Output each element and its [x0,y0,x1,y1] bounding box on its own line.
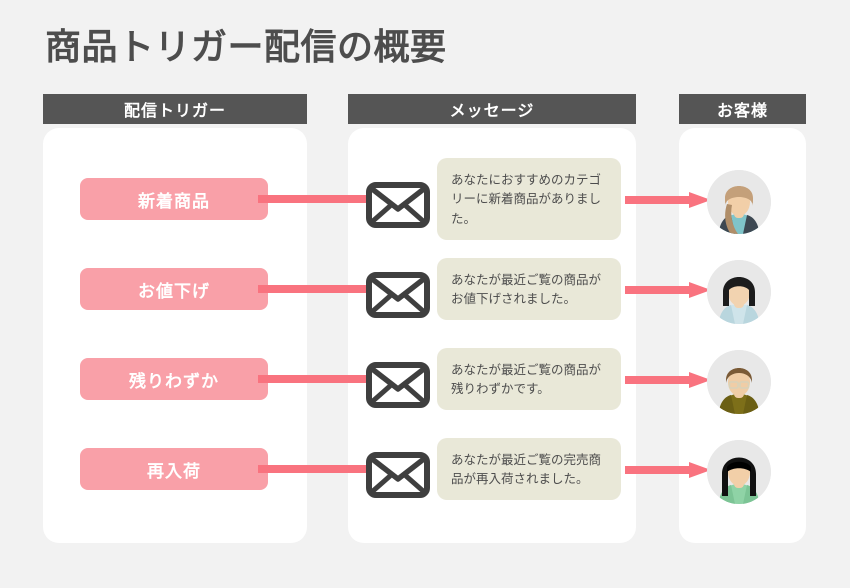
message-text: あなたにおすすめのカテゴリーに新着商品がありました。 [451,171,602,226]
connector-bar [258,465,370,473]
flow-row: 新着商品 あなたにおすすめのカテゴリーに新着商品がありました。 [0,158,850,242]
arrow-right-icon [625,190,713,210]
flow-row: お値下げ あなたが最近ご覧の商品がお値下げされました。 [0,258,850,332]
trigger-pill[interactable]: お値下げ [80,268,268,310]
trigger-pill[interactable]: 残りわずか [80,358,268,400]
envelope-icon [365,181,431,229]
avatar-long-black-hair [707,440,771,504]
avatar-blonde-braid [707,170,771,234]
message-text: あなたが最近ご覧の商品がお値下げされました。 [451,271,602,306]
page-title: 商品トリガー配信の概要 [45,27,447,68]
message-text: あなたが最近ご覧の完売商品が再入荷されました。 [451,451,602,486]
column-header-message: メッセージ [348,94,636,124]
column-header-customer: お客様 [679,94,806,124]
avatar-glasses-man [707,350,771,414]
envelope-icon [365,361,431,409]
connector-bar [258,195,370,203]
trigger-pill[interactable]: 再入荷 [80,448,268,490]
avatar-dark-bob [707,260,771,324]
envelope-icon [365,451,431,499]
flow-row: 残りわずか あなたが最近ご覧の商品が残りわずかです。 [0,348,850,422]
message-text: あなたが最近ご覧の商品が残りわずかです。 [451,361,602,396]
message-bubble: あなたにおすすめのカテゴリーに新着商品がありました。 [437,158,621,240]
flow-row: 再入荷 あなたが最近ご覧の完売商品が再入荷されました。 [0,438,850,512]
message-bubble: あなたが最近ご覧の商品がお値下げされました。 [437,258,621,320]
connector-bar [258,285,370,293]
envelope-icon [365,271,431,319]
arrow-right-icon [625,280,713,300]
message-bubble: あなたが最近ご覧の商品が残りわずかです。 [437,348,621,410]
arrow-right-icon [625,370,713,390]
trigger-pill[interactable]: 新着商品 [80,178,268,220]
message-bubble: あなたが最近ご覧の完売商品が再入荷されました。 [437,438,621,500]
arrow-right-icon [625,460,713,480]
connector-bar [258,375,370,383]
column-header-trigger: 配信トリガー [43,94,307,124]
